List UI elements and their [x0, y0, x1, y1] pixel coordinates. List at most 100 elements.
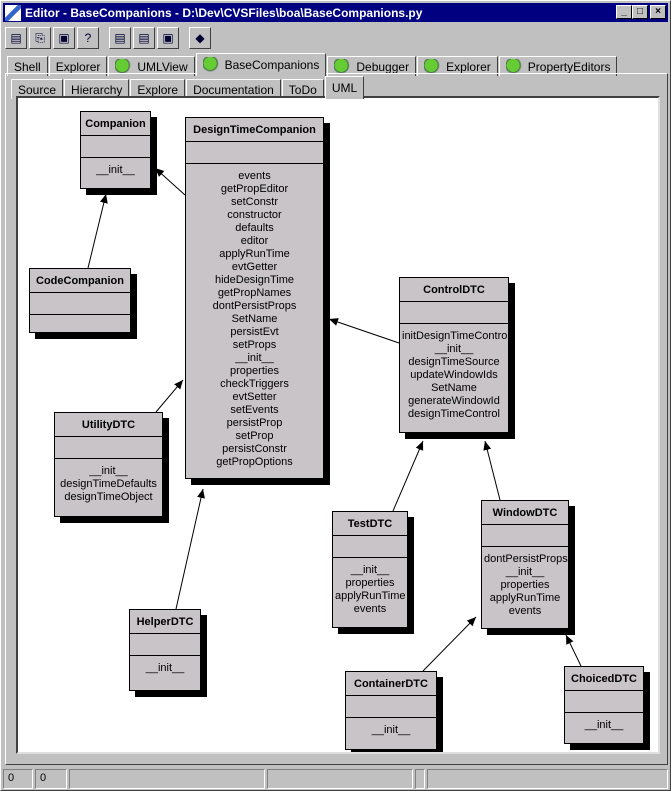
class-name: ControlDTC [400, 278, 508, 302]
app-icon [5, 4, 21, 21]
method: __init__ [371, 724, 411, 736]
gecko-icon [202, 57, 221, 73]
class-attributes [565, 691, 643, 713]
tab-uml[interactable]: UML [324, 76, 365, 99]
close-button[interactable]: × [650, 5, 666, 19]
tab-label: Debugger [356, 59, 410, 74]
tab-label: UML [331, 81, 358, 95]
gecko-icon [424, 58, 443, 75]
method: events [508, 605, 542, 617]
tab-source[interactable]: Source [11, 79, 64, 99]
method: events [238, 170, 271, 182]
sub-tabs: Source Hierarchy Explore Documentation ToDo U… [11, 76, 365, 99]
status-field-4 [427, 769, 668, 789]
class-name: UtilityDTC [55, 413, 162, 437]
inheritance-link [155, 379, 184, 413]
toolbar: ▤ ⎘ ▣ ? ▤ ▤ ▣ ◆ [5, 27, 211, 49]
tab-explorer[interactable]: Explorer [48, 56, 108, 76]
tab-label: Documentation [193, 82, 274, 97]
class-helper[interactable]: HelperDTC__init__ [129, 609, 201, 691]
open-2-icon[interactable]: ▤ [109, 27, 131, 49]
method: getPropEditor [220, 183, 289, 195]
class-container[interactable]: ContainerDTC__init__ [345, 671, 437, 750]
method: getPropOptions [216, 456, 293, 468]
open-recent-icon[interactable]: ⎘ [29, 27, 51, 49]
tab-debugger[interactable]: Debugger [327, 56, 417, 76]
method: persistEvt [230, 326, 279, 338]
tab-basecompanions[interactable]: BaseCompanions [195, 53, 327, 76]
tab-shell[interactable]: Shell [7, 56, 48, 76]
method: properties [230, 365, 279, 377]
class-choiced[interactable]: ChoicedDTC__init__ [564, 666, 644, 744]
method: designTimeSource [408, 356, 500, 368]
method: getPropNames [217, 287, 292, 299]
class-attributes [81, 136, 150, 158]
tab-todo[interactable]: ToDo [281, 79, 324, 99]
tab-propertyeditors[interactable]: PropertyEditors [498, 56, 618, 76]
status-line: 0 [3, 769, 33, 789]
status-field-3 [415, 769, 425, 789]
save-icon[interactable]: ▣ [53, 27, 75, 49]
help-save-icon[interactable]: ? [77, 27, 99, 49]
method: SetName [431, 382, 477, 394]
open-3-icon[interactable]: ▤ [133, 27, 155, 49]
class-methods: __init__ [130, 656, 200, 681]
tab-hierarchy[interactable]: Hierarchy [64, 79, 130, 99]
class-name: WindowDTC [482, 501, 568, 525]
method: defaults [235, 222, 274, 234]
inheritance-link [175, 488, 205, 610]
method: __init__ [434, 343, 474, 355]
inheritance-link [87, 193, 108, 269]
method: __init__ [235, 352, 274, 364]
minimize-button[interactable]: _ [616, 5, 632, 19]
tab-label: Source [18, 82, 57, 97]
tab-explorer[interactable]: Explorer [417, 56, 498, 76]
gecko-icon [334, 58, 353, 75]
tab-label: Explorer [446, 59, 491, 74]
method: __init__ [96, 164, 135, 176]
save-2-icon[interactable]: ▣ [157, 27, 179, 49]
method: designTimeDefaults [60, 478, 157, 490]
open-icon[interactable]: ▤ [5, 27, 27, 49]
class-attributes [55, 437, 162, 459]
gecko-icon [505, 58, 524, 75]
class-attributes [130, 634, 200, 656]
class-code[interactable]: CodeCompanion [29, 268, 131, 333]
title-bar: Editor - BaseCompanions - D:\Dev\CVSFile… [3, 3, 668, 22]
class-methods: __init__ [346, 718, 436, 743]
tab-explore[interactable]: Explore [130, 79, 186, 99]
class-name: TestDTC [333, 512, 407, 536]
inheritance-link [565, 634, 582, 667]
inheritance-link [422, 616, 477, 672]
tab-label: BaseCompanions [224, 58, 320, 72]
tab-documentation[interactable]: Documentation [186, 79, 281, 99]
tab-umlview[interactable]: UMLView [108, 56, 195, 76]
tab-label: Hierarchy [71, 82, 123, 97]
method: applyRunTime [219, 248, 290, 260]
class-methods [30, 315, 130, 327]
class-companion[interactable]: Companion__init__ [80, 111, 151, 189]
class-attributes [400, 302, 508, 324]
tab-label: UMLView [137, 59, 188, 74]
tab-label: ToDo [288, 82, 317, 97]
method: updateWindowIds [410, 369, 498, 381]
method: designTimeControl [408, 408, 500, 420]
method: properties [345, 577, 395, 589]
method: designTimeObject [64, 491, 153, 503]
class-methods: __init__ [565, 713, 643, 738]
book-icon[interactable]: ◆ [189, 27, 211, 49]
method: SetName [231, 313, 278, 325]
maximize-button[interactable]: □ [632, 5, 648, 19]
window-title: Editor - BaseCompanions - D:\Dev\CVSFile… [25, 5, 423, 20]
